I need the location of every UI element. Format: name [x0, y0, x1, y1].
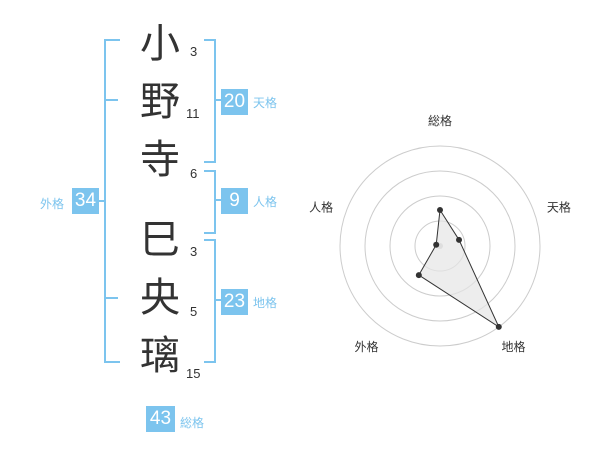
radar-point: [495, 323, 502, 330]
stroke-count: 15: [186, 366, 201, 381]
jinkaku-bracket: [204, 170, 216, 234]
gaikaku-value: 34: [72, 188, 99, 214]
bracket-connector: [98, 200, 106, 202]
radar-ring: [389, 195, 491, 297]
gaikaku-label: 外格: [40, 197, 65, 211]
soukaku-label: 総格: [180, 416, 205, 430]
radar-point: [456, 236, 463, 243]
radar-ring: [364, 170, 516, 322]
chikaku-value: 23: [221, 289, 248, 315]
bracket-tick: [106, 297, 118, 299]
bracket-connector: [214, 99, 222, 101]
radar-point: [415, 272, 422, 279]
tenkaku-bracket: [204, 39, 216, 163]
bracket-tick: [106, 99, 118, 101]
given-char-3: 璃: [140, 333, 180, 379]
radar-point: [437, 207, 443, 213]
stroke-count: 3: [190, 44, 198, 59]
soukaku-value: 43: [146, 406, 175, 432]
stroke-count: 3: [190, 244, 198, 259]
jinkaku-value: 9: [221, 188, 248, 214]
radar-area: [418, 208, 500, 329]
tenkaku-label: 天格: [253, 96, 278, 110]
radar-axis-label: 天格: [547, 199, 571, 214]
bracket-connector: [214, 199, 222, 201]
given-char-2: 央: [140, 275, 180, 321]
radar-axis-label: 人格: [309, 199, 333, 214]
surname-char-3: 寺: [140, 137, 180, 183]
given-char-1: 巳: [140, 217, 180, 263]
tenkaku-value: 20: [221, 89, 248, 115]
jinkaku-label: 人格: [253, 195, 278, 209]
radar-axis-label: 地格: [501, 339, 525, 354]
bracket-connector: [214, 299, 222, 301]
radar-axis-label: 外格: [355, 339, 379, 354]
stroke-count: 11: [186, 106, 200, 121]
radar-point: [433, 241, 440, 248]
surname-char-2: 野: [140, 79, 180, 125]
radar-axis-label: 総格: [428, 113, 452, 128]
stroke-count: 5: [190, 304, 198, 319]
stroke-count: 6: [190, 166, 198, 181]
chikaku-bracket: [204, 239, 216, 363]
surname-char-1: 小: [140, 21, 180, 67]
chikaku-label: 地格: [253, 296, 278, 310]
radar-ring: [339, 145, 541, 347]
gaikaku-bracket: [104, 39, 120, 363]
